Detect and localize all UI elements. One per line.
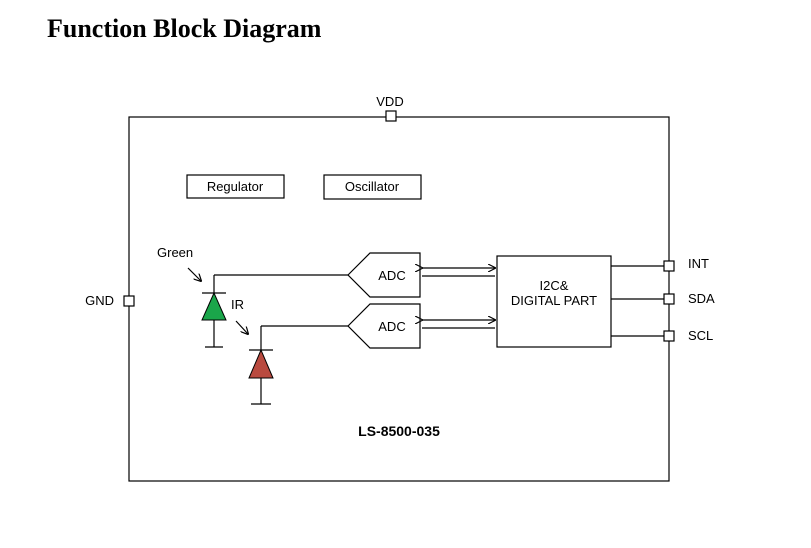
regulator-label: Regulator: [207, 179, 264, 194]
adc-bottom-block: [347, 303, 421, 349]
ir-label: IR: [231, 297, 244, 312]
page-title: Function Block Diagram: [47, 14, 322, 43]
green-label: Green: [157, 245, 193, 260]
oscillator-label: Oscillator: [345, 179, 400, 194]
chip-name: LS-8500-035: [358, 423, 440, 439]
green-photodiode: [187, 267, 348, 348]
scl-label: SCL: [688, 328, 713, 343]
int-pin: [663, 260, 675, 272]
adc-top-label: ADC: [378, 268, 405, 283]
digital-part-label-line1: I2C&: [540, 278, 569, 293]
gnd-pin: [123, 295, 135, 307]
bus-arrow-top: [422, 268, 495, 277]
scl-pin: [663, 330, 675, 342]
sda-pin: [663, 293, 675, 305]
vdd-pin: [385, 110, 397, 122]
adc-top-block: [347, 252, 421, 298]
bus-arrow-bottom: [422, 320, 495, 329]
vdd-label: VDD: [376, 94, 403, 109]
gnd-label: GND: [85, 293, 114, 308]
oscillator-block: [323, 174, 422, 200]
digital-part-block: [496, 255, 612, 348]
int-label: INT: [688, 256, 709, 271]
ir-photodiode: [235, 320, 348, 405]
regulator-block: [186, 174, 285, 199]
adc-bottom-label: ADC: [378, 319, 405, 334]
digital-part-label-line2: DIGITAL PART: [511, 293, 597, 308]
sda-label: SDA: [688, 291, 715, 306]
